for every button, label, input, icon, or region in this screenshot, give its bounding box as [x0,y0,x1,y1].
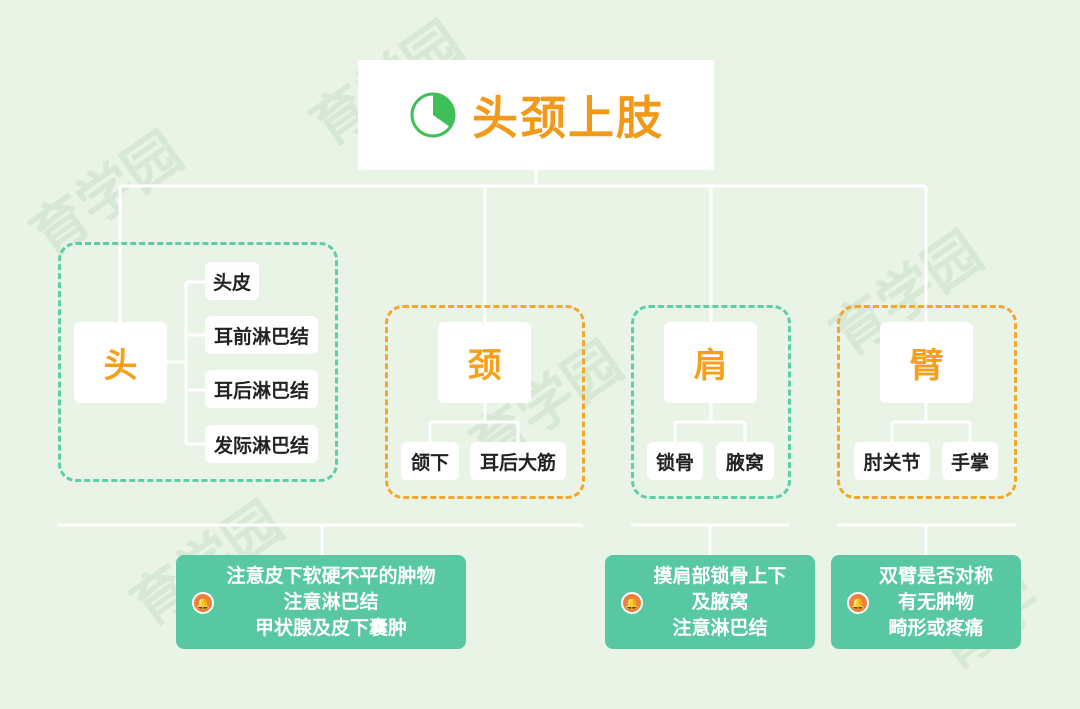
note-line: 注意淋巴结 [283,591,379,613]
shoulder-group-frame [631,305,791,499]
neck-group-frame [385,305,585,499]
note-line: 甲状腺及皮下囊肿 [254,617,407,639]
note-line: 及腋窝 [691,591,749,613]
neck-label: 颈 [438,322,531,403]
neck-item-submandibular: 颌下 [401,442,459,480]
page-title: 头颈上肢 [472,91,664,145]
head-group-frame [58,242,338,482]
head-label: 头 [74,322,167,403]
shoulder-label: 肩 [664,322,757,403]
neck-item-tendon: 耳后大筋 [470,442,566,480]
note-line: 畸形或疼痛 [888,617,984,639]
note-line: 注意皮下软硬不平的肿物 [226,565,436,587]
head-item-postauricular-lymph: 耳后淋巴结 [205,370,318,408]
bell-icon: 🔔 [621,592,643,614]
arm-item-elbow: 肘关节 [854,442,930,480]
note-line: 有无肿物 [897,591,974,613]
note-head-neck: 注意皮下软硬不平的肿物 注意淋巴结 甲状腺及皮下囊肿 [176,555,466,649]
arm-label: 臂 [880,322,973,403]
head-item-scalp: 头皮 [205,262,259,300]
arm-group-frame [837,305,1017,499]
shoulder-item-clavicle: 锁骨 [647,442,703,480]
note-line: 摸肩部锁骨上下 [653,565,787,587]
pie-chart-icon [410,92,456,138]
note-line: 双臂是否对称 [878,565,993,587]
title-box: 头颈上肢 [358,60,714,170]
head-item-hairline-lymph: 发际淋巴结 [205,425,318,463]
head-item-preauricular-lymph: 耳前淋巴结 [205,316,318,354]
note-line: 注意淋巴结 [672,617,768,639]
bell-icon: 🔔 [847,592,869,614]
bell-icon: 🔔 [192,592,214,614]
arm-item-palm: 手掌 [942,442,998,480]
shoulder-item-armpit: 腋窝 [716,442,774,480]
